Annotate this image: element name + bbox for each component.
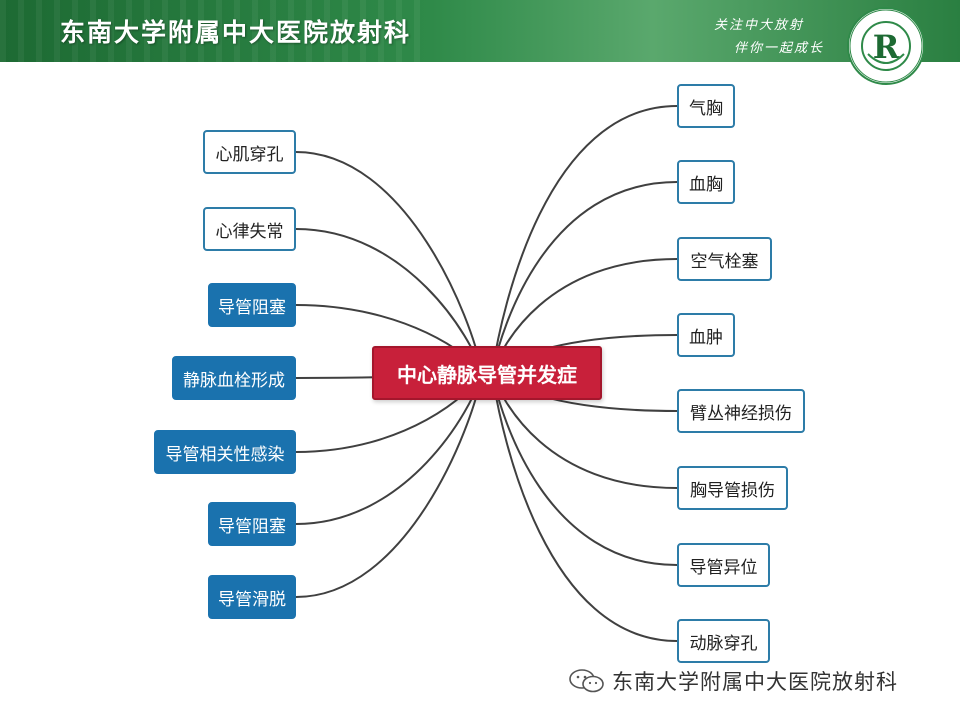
right-node-8: 动脉穿孔 xyxy=(677,619,770,663)
connector-left-7 xyxy=(295,372,483,598)
slogan-line-1: 关注中大放射 xyxy=(714,18,805,33)
left-node-4: 静脉血栓形成 xyxy=(172,356,296,400)
footer-text: 东南大学附属中大医院放射科 xyxy=(612,670,898,694)
left-node-5: 导管相关性感染 xyxy=(154,430,296,474)
connector-right-8 xyxy=(491,372,678,642)
connector-left-1 xyxy=(295,151,483,374)
right-node-6: 胸导管损伤 xyxy=(677,466,788,510)
hospital-logo: R xyxy=(847,7,925,85)
left-node-2: 心律失常 xyxy=(203,207,296,251)
connector-right-1 xyxy=(491,105,678,374)
right-node-2: 血胸 xyxy=(677,160,735,204)
left-node-1: 心肌穿孔 xyxy=(203,130,296,174)
right-node-4: 血肿 xyxy=(677,313,735,357)
header-watermark xyxy=(0,0,420,62)
header-bar: 东南大学附属中大医院放射科 关注中大放射 伴你一起成长 xyxy=(0,0,960,62)
slogan-line-2: 伴你一起成长 xyxy=(734,41,825,56)
right-node-3: 空气栓塞 xyxy=(677,237,772,281)
page-title: 东南大学附属中大医院放射科 xyxy=(60,18,412,47)
left-node-7: 导管滑脱 xyxy=(208,575,296,619)
wechat-icon xyxy=(569,669,604,693)
right-node-1: 气胸 xyxy=(677,84,735,128)
left-node-6: 导管阻塞 xyxy=(208,502,296,546)
center-topic: 中心静脉导管并发症 xyxy=(372,346,602,400)
right-node-7: 导管异位 xyxy=(677,543,770,587)
left-node-3: 导管阻塞 xyxy=(208,283,296,327)
footer-watermark: 东南大学附属中大医院放射科 xyxy=(568,666,898,696)
right-node-5: 臂丛神经损伤 xyxy=(677,389,805,433)
